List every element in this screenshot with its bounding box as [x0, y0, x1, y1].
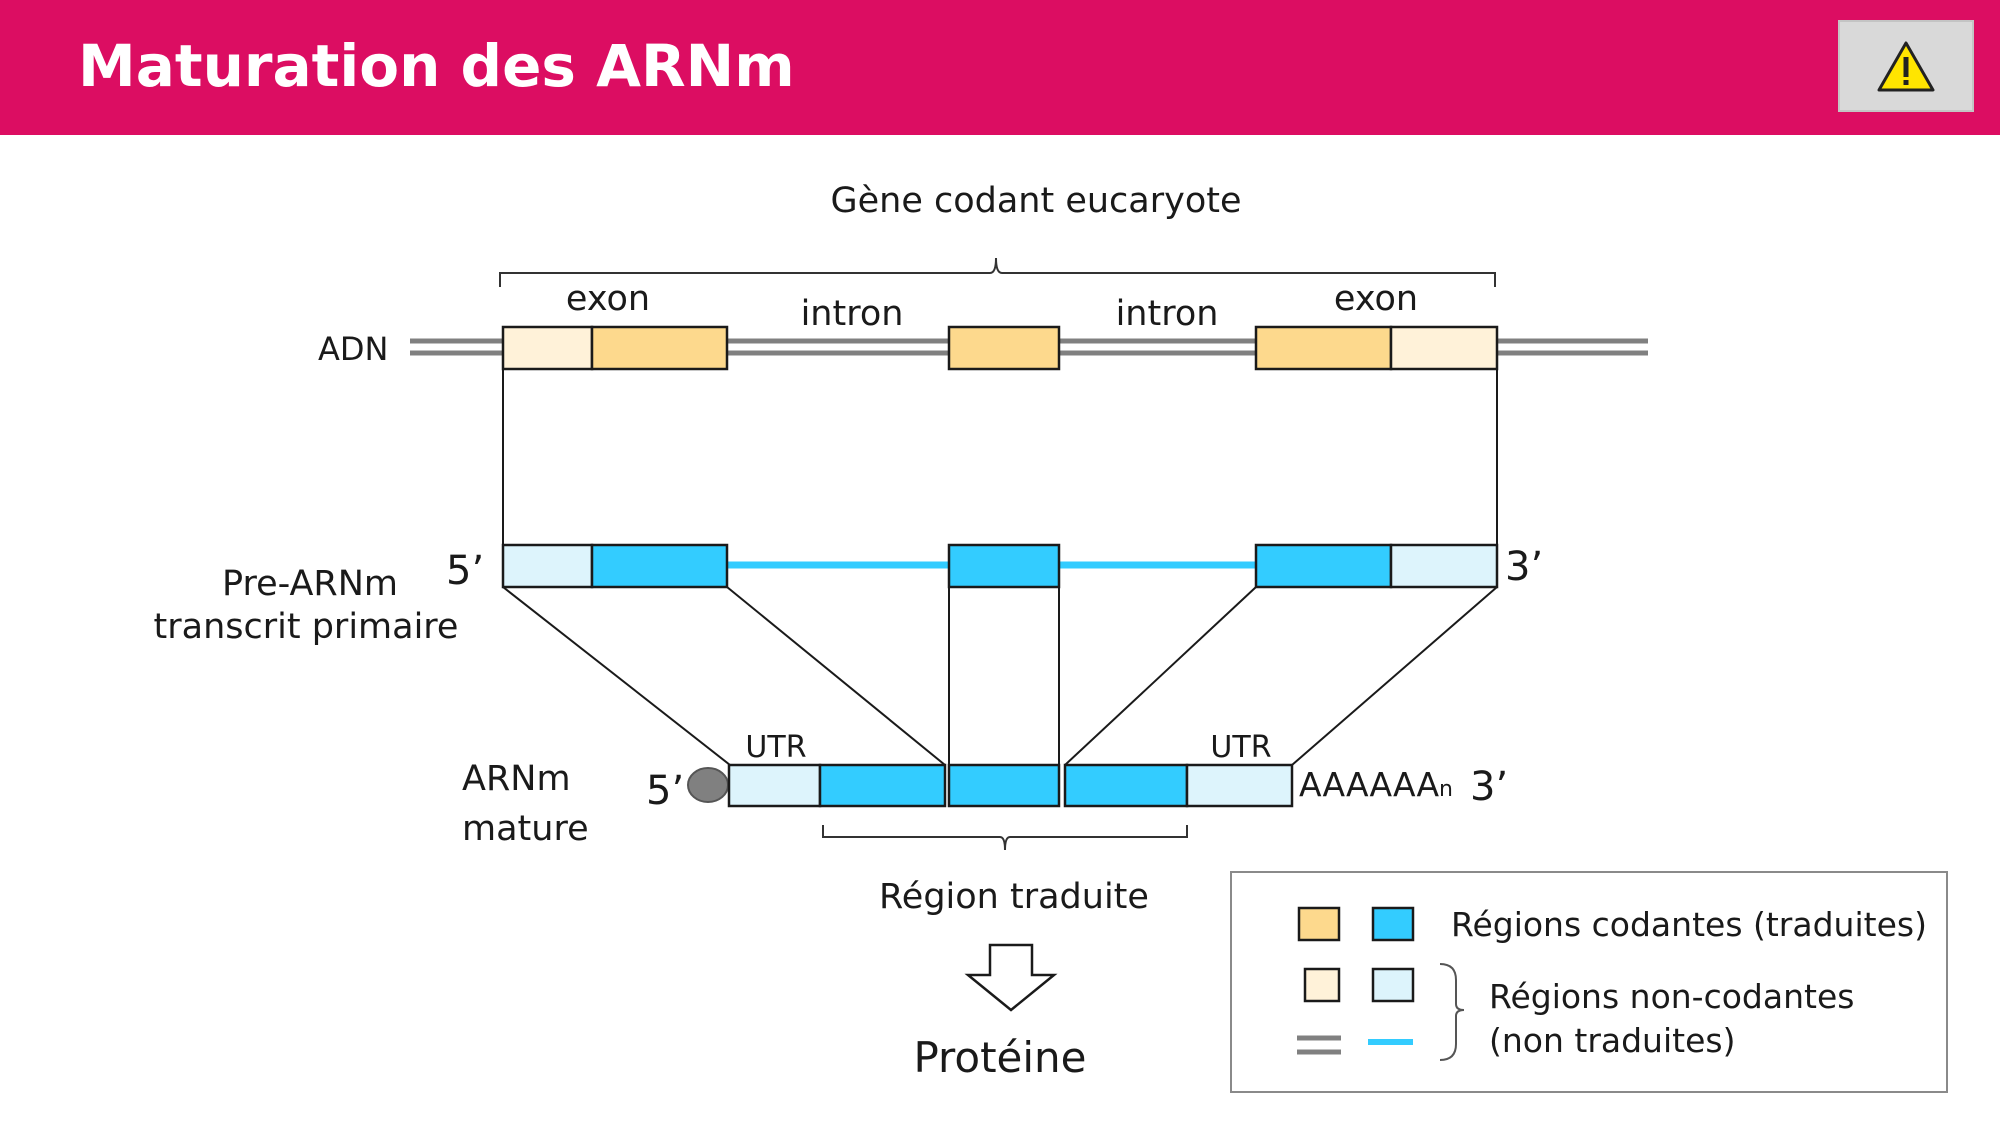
- utr-right-label: UTR: [1210, 730, 1271, 765]
- premrna-five-prime: 5’: [446, 548, 484, 594]
- page-title: Maturation des ARNm: [78, 32, 795, 100]
- translated-region-label: Région traduite: [879, 877, 1149, 917]
- intron-left-label: intron: [801, 294, 904, 334]
- gene-brace: [499, 257, 1496, 287]
- legend-box: [1230, 871, 1948, 1093]
- mature-exon2-box: [947, 763, 1061, 808]
- warning-button[interactable]: [1838, 20, 1974, 112]
- mature-exon3-box: [1063, 763, 1189, 808]
- utr-left-label: UTR: [745, 730, 806, 765]
- premrna-label: Pre-ARNm: [222, 564, 398, 604]
- premrna-exon1-box: [590, 543, 729, 589]
- legend-rna-noncoding-swatch: [1371, 967, 1415, 1003]
- legend-rna-coding-swatch: [1371, 906, 1415, 942]
- legend-noncoding-sublabel: (non traduites): [1489, 1021, 1735, 1060]
- mature-utr-right-box: [1185, 763, 1294, 808]
- dna-exon1-box: [590, 325, 729, 371]
- legend-dna-noncoding-swatch: [1303, 967, 1341, 1003]
- poly-a-text: AAAAAA: [1299, 765, 1439, 804]
- premrna-utr-left-box: [501, 543, 594, 589]
- dna-to-premrna-lines: [502, 369, 1498, 545]
- legend-brace: [1439, 963, 1465, 1061]
- protein-label: Protéine: [913, 1033, 1086, 1082]
- mature-exon1-box: [818, 763, 947, 808]
- gene-title: Gène codant eucaryote: [830, 181, 1241, 221]
- warning-icon: [1877, 41, 1935, 92]
- legend-dna-line-swatch: [1297, 1035, 1341, 1055]
- premrna-exon2-box: [947, 543, 1061, 589]
- down-arrow-icon: [964, 943, 1058, 1012]
- intron-right-label: intron: [1116, 294, 1219, 334]
- mature-three-prime: 3’: [1470, 764, 1508, 810]
- poly-a-subscript: n: [1439, 777, 1453, 802]
- dna-utr-right-box: [1389, 325, 1499, 371]
- dna-utr-left-box: [501, 325, 594, 371]
- adn-label: ADN: [318, 330, 388, 368]
- translated-region-brace: [822, 825, 1188, 851]
- legend-noncoding-label: Régions non-codantes: [1489, 977, 1854, 1016]
- dna-exon2-box: [947, 325, 1061, 371]
- premrna-three-prime: 3’: [1505, 544, 1543, 590]
- legend-coding-label: Régions codantes (traduites): [1451, 905, 1927, 944]
- five-prime-cap: [687, 767, 729, 803]
- poly-a-tail: AAAAAAn: [1299, 765, 1453, 804]
- mature-five-prime: 5’: [646, 768, 684, 814]
- exon-right-label: exon: [1334, 279, 1418, 319]
- legend-dna-coding-swatch: [1297, 906, 1341, 942]
- mature-utr-left-box: [727, 763, 822, 808]
- dna-exon3-box: [1254, 325, 1393, 371]
- mature-label: ARNm: [462, 759, 571, 799]
- exon-left-label: exon: [566, 279, 650, 319]
- mature-sublabel: mature: [462, 809, 589, 849]
- premrna-utr-right-box: [1389, 543, 1499, 589]
- splicing-lines: [502, 586, 1498, 766]
- header-bar: Maturation des ARNm: [0, 0, 2000, 135]
- premrna-sublabel: transcrit primaire: [154, 607, 459, 647]
- premrna-exon3-box: [1254, 543, 1393, 589]
